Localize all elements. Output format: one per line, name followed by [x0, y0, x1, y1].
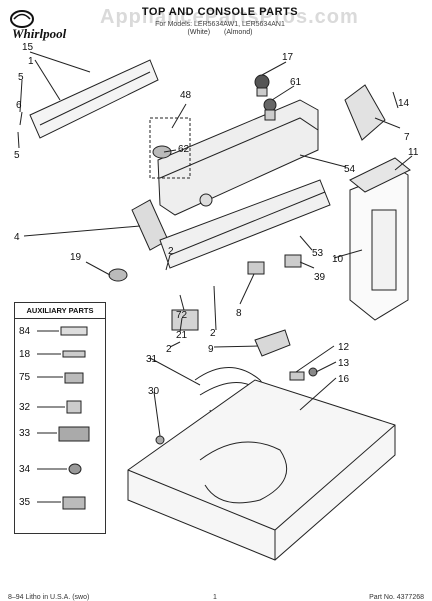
auxiliary-parts-title: AUXILIARY PARTS	[15, 303, 105, 319]
plug-19-part	[108, 268, 128, 282]
callout-8: 8	[236, 308, 242, 319]
switch-9-part	[254, 329, 291, 357]
part-39	[284, 254, 302, 268]
callout-16: 16	[338, 374, 350, 385]
part-12	[289, 371, 305, 381]
aux-callout-34: 34	[19, 464, 31, 475]
callout-54: 54	[344, 164, 356, 175]
callout-11: 11	[408, 147, 419, 158]
callout-1: 1	[28, 56, 34, 67]
knob-17-part	[254, 74, 270, 90]
footer-page-number: 1	[213, 594, 217, 601]
callout-2-b: 2	[166, 344, 172, 355]
callout-4: 4	[14, 232, 20, 243]
knob-61-part	[263, 98, 277, 112]
svg-text:Whirlpool: Whirlpool	[12, 26, 67, 41]
auxiliary-parts-drawing: 84 18 75 32 33 34 35	[19, 326, 90, 510]
aux-callout-32: 32	[19, 402, 31, 413]
callout-5-top: 5	[18, 72, 24, 83]
screw-30-part	[155, 435, 165, 445]
aux-callout-18: 18	[19, 349, 31, 360]
callout-72: 72	[176, 310, 188, 321]
page-title: TOP AND CONSOLE PARTS	[141, 6, 299, 18]
callout-14: 14	[398, 98, 410, 109]
callout-39: 39	[314, 272, 326, 283]
callout-19: 19	[70, 252, 82, 263]
aux-callout-84: 84	[19, 326, 31, 337]
footer-part-number: Part No. 4377268	[369, 594, 424, 601]
callout-15: 15	[22, 42, 34, 53]
callout-10: 10	[332, 254, 344, 265]
callout-48: 48	[180, 90, 192, 101]
header: TOP AND CONSOLE PARTS For Models: LER563…	[110, 6, 330, 36]
callout-62: 62	[178, 144, 190, 155]
callout-13: 13	[338, 358, 350, 369]
watermark: AppliancePartsPros.com	[100, 6, 359, 28]
callout-21: 21	[176, 330, 188, 341]
timer-72-part	[171, 309, 199, 331]
whirlpool-logo-icon: Whirlpool	[10, 10, 67, 41]
callout-2-c: 2	[210, 328, 216, 339]
footer-litho: 8–94 Litho in U.S.A. (swo)	[8, 594, 90, 601]
callout-61: 61	[290, 77, 302, 88]
color-options: (White) (Almond)	[110, 29, 330, 36]
color-white: (White)	[187, 29, 211, 36]
callout-31: 31	[146, 354, 158, 365]
page-subtitle: For Models: LER5634AW1, LER5634AN1	[155, 21, 285, 28]
callout-9: 9	[208, 344, 214, 355]
callout-53: 53	[312, 248, 324, 259]
washer-top-part	[127, 379, 396, 561]
callout-30: 30	[148, 386, 160, 397]
dashed-group-48	[149, 117, 191, 179]
part-13	[308, 367, 318, 377]
aux-callout-33: 33	[19, 428, 31, 439]
console-panel-part	[157, 99, 319, 216]
callout-6: 6	[16, 100, 22, 111]
callout-2-a: 2	[168, 246, 174, 257]
callout-5-bottom: 5	[14, 150, 20, 161]
part-8	[247, 261, 265, 275]
aux-callout-75: 75	[19, 372, 31, 383]
auxiliary-parts-box: AUXILIARY PARTS 84 18 75 32	[14, 302, 106, 534]
whirlpool-logo: Whirlpool	[8, 6, 88, 42]
color-almond: (Almond)	[224, 29, 253, 36]
right-end-cap-part	[344, 84, 386, 141]
callout-7: 7	[404, 132, 410, 143]
aux-callout-35: 35	[19, 497, 31, 508]
callout-12: 12	[338, 342, 350, 353]
callout-17: 17	[282, 52, 294, 63]
